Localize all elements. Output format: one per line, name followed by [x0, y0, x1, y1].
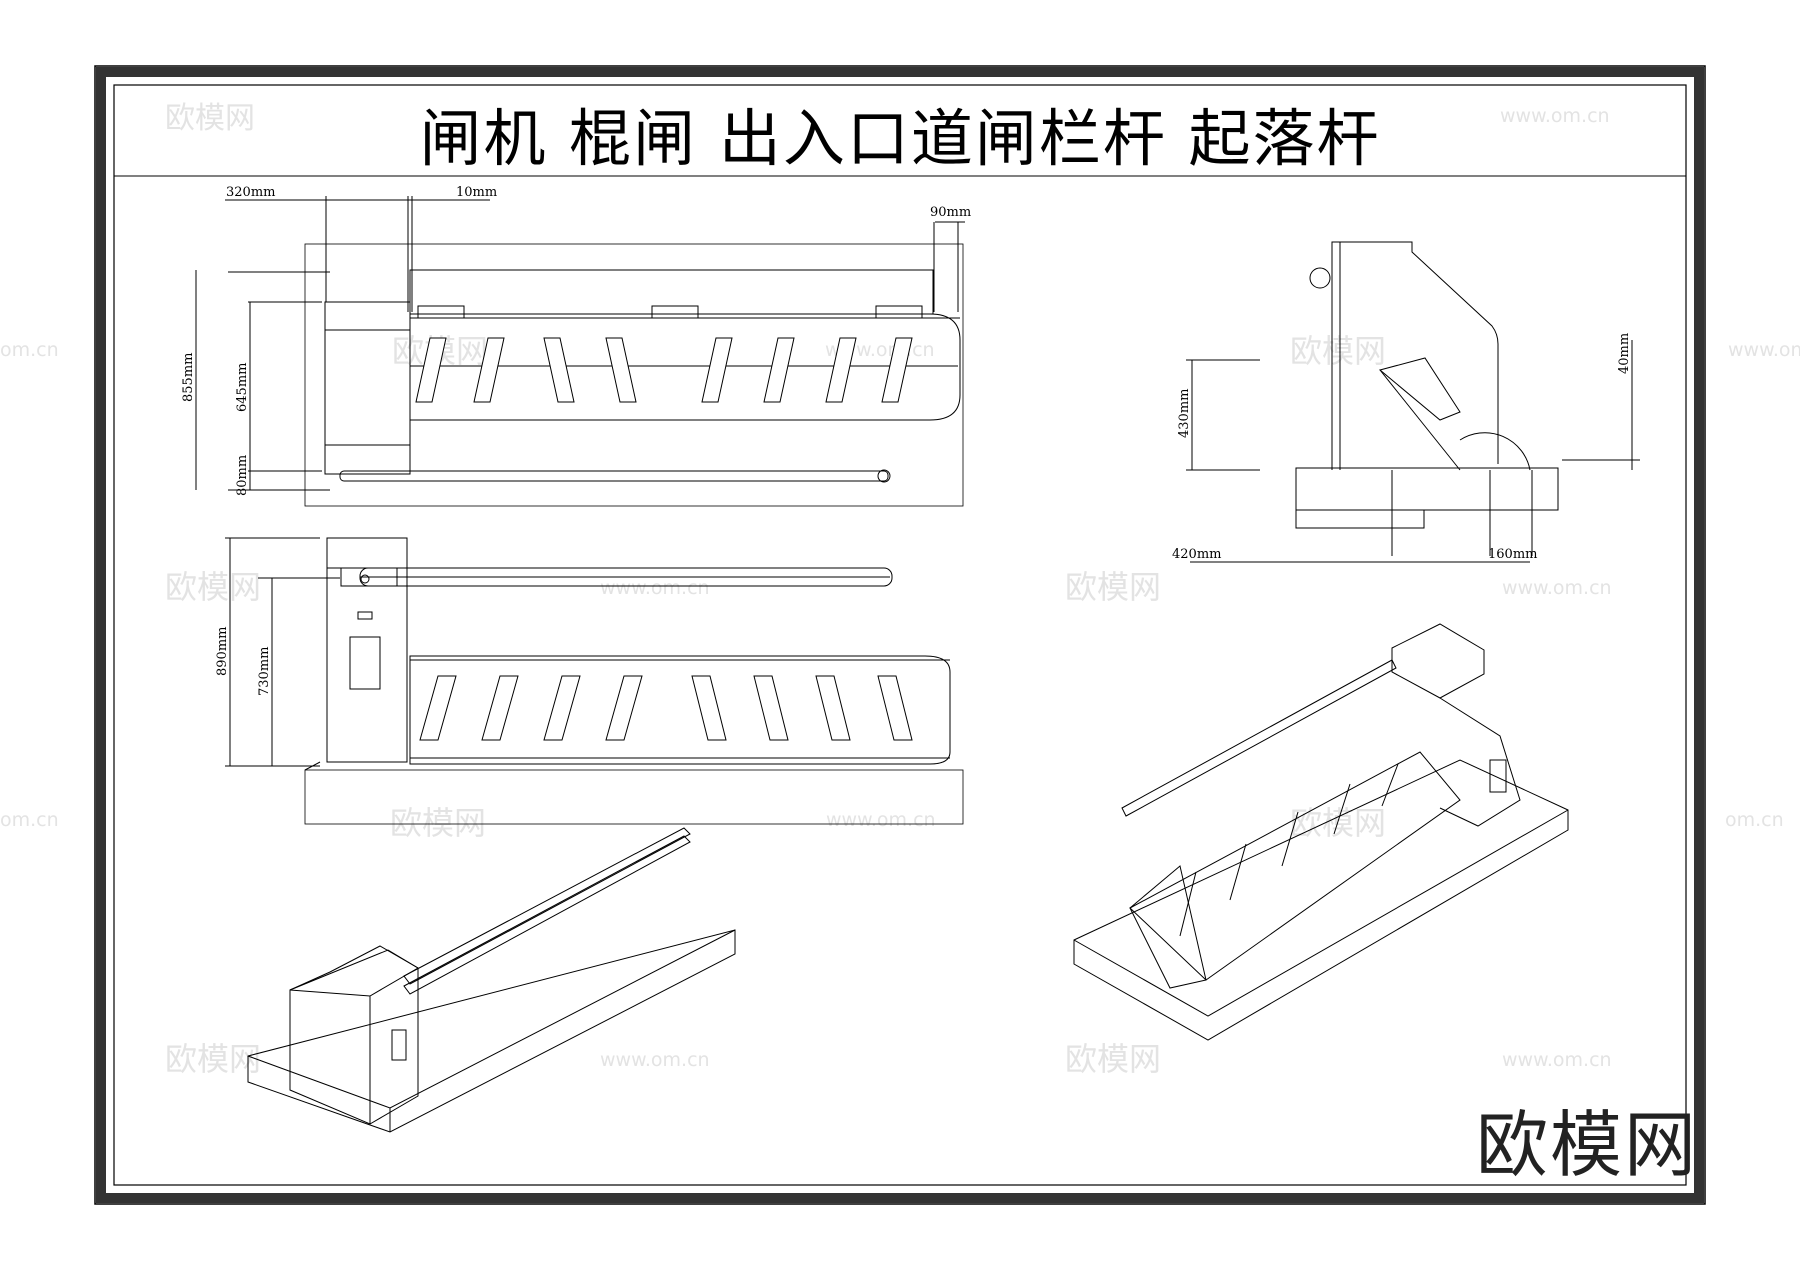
cabinet-body — [324, 301, 411, 475]
panel-top-strip — [409, 269, 934, 315]
pivot-bolt — [1309, 267, 1331, 289]
iso-housing — [1439, 697, 1521, 827]
watermark-text: 欧模网 — [165, 101, 255, 136]
hinge — [651, 305, 699, 319]
watermark-url: www.om.cn — [1502, 577, 1612, 599]
iso-housing-top — [1391, 623, 1485, 699]
watermark-layer: 欧模网 www.om.cn om.cn 欧模网 www.om.cn 欧模网 ww… — [0, 101, 1800, 1078]
iso-base — [1073, 759, 1569, 1041]
top-view: 320mm 10mm 90mm 855mm 645mm 80mm — [181, 185, 971, 507]
inner-frame — [113, 84, 1687, 1186]
dim-160: 160mm — [1488, 547, 1537, 562]
dim-645: 645mm — [235, 363, 250, 412]
iso-cabinet-top — [289, 945, 419, 997]
dim-90: 90mm — [930, 205, 971, 220]
cabinet-body — [326, 537, 408, 763]
iso-panel — [1129, 751, 1461, 981]
iso-arm — [1121, 659, 1397, 817]
iso-stripes — [1179, 763, 1399, 937]
iso-arm — [403, 835, 691, 995]
iso-cabinet — [289, 949, 419, 1125]
watermark-text: 欧模网 — [1065, 1040, 1161, 1078]
barrier-arm — [339, 470, 889, 482]
watermark-text: 欧模网 — [1065, 568, 1161, 606]
iso-window — [391, 1029, 407, 1061]
watermark-url: www.om.cn — [1502, 1049, 1612, 1071]
watermark-url: www.om.cn — [600, 577, 710, 599]
watermark-text: 欧模网 — [165, 568, 261, 606]
dim-430: 430mm — [1177, 389, 1192, 438]
dim-420: 420mm — [1172, 547, 1221, 562]
watermark-text: 欧模网 — [390, 804, 486, 842]
side-view: 890mm 730mm — [215, 537, 964, 825]
dim-40: 40mm — [1617, 333, 1632, 374]
iso-base-edge — [1073, 809, 1569, 1017]
pivot — [360, 574, 370, 584]
iso-base — [247, 929, 736, 1133]
barrier-panel — [409, 313, 961, 421]
watermark-url: om.cn — [0, 809, 59, 831]
watermark-url: www.om.cn — [1728, 339, 1800, 361]
thick-border — [96, 67, 1704, 1203]
panel-stripes — [419, 675, 913, 741]
panel-edge — [1379, 369, 1461, 471]
watermark-url: www.om.cn — [1500, 105, 1610, 127]
panel-stripes — [415, 337, 913, 403]
dim-855: 855mm — [181, 353, 196, 402]
dim-80: 80mm — [235, 455, 250, 496]
cabinet-top — [326, 537, 408, 569]
brand-logo: 欧模网 — [1475, 1103, 1698, 1187]
dim-730: 730mm — [257, 647, 272, 696]
cabinet-window — [349, 636, 381, 690]
end-foundation — [1295, 509, 1425, 529]
housing-profile — [1331, 241, 1499, 470]
iso-base-edge — [247, 929, 736, 1109]
dim-10: 10mm — [456, 185, 497, 200]
barrier-panel — [409, 655, 951, 765]
hinge — [417, 305, 465, 319]
outer-frame — [94, 65, 1706, 1205]
iso-view-right — [1073, 623, 1569, 1041]
watermark-url: www.om.cn — [826, 809, 936, 831]
folded-panel — [1378, 357, 1461, 421]
iso-arm-top — [403, 827, 691, 985]
end-base — [1295, 467, 1559, 511]
end-view: 430mm 40mm 420mm 160mm — [1172, 241, 1640, 563]
cabinet-lock — [357, 611, 373, 620]
dim-890: 890mm — [215, 627, 230, 676]
dim-320: 320mm — [226, 185, 275, 200]
watermark-text: 欧模网 — [165, 1040, 261, 1078]
watermark-url: om.cn — [1725, 809, 1784, 831]
watermark-text: 欧模网 — [1290, 332, 1386, 370]
base-slab — [304, 769, 964, 825]
page-title: 闸机 棍闸 出入口道闸栏杆 起落杆 — [419, 102, 1381, 175]
hinge — [875, 305, 923, 319]
swing-arc — [1459, 432, 1531, 471]
arm-tip — [877, 469, 891, 483]
top-view-outline — [304, 243, 964, 507]
watermark-url: www.om.cn — [600, 1049, 710, 1071]
iso-window — [1489, 759, 1507, 793]
watermark-url: om.cn — [0, 339, 59, 361]
iso-view-left — [247, 827, 736, 1133]
